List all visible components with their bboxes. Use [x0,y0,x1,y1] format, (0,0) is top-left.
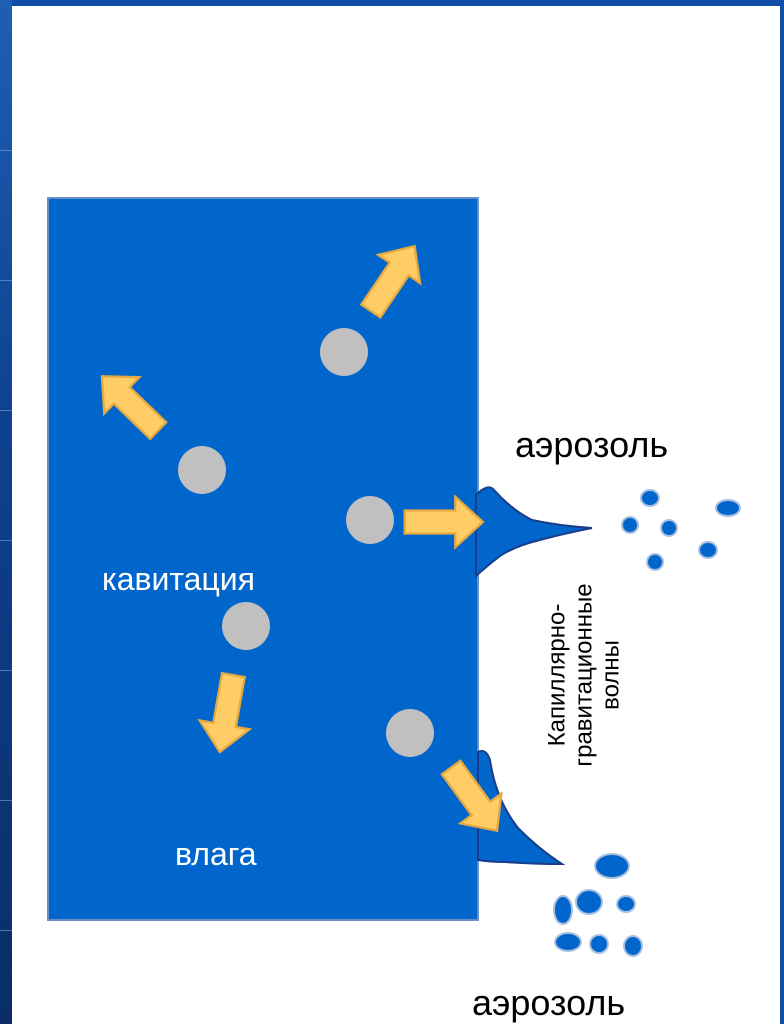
moisture-label: влага [175,836,257,872]
arrow-icon [440,759,503,833]
aerosol-droplet [589,934,609,954]
arrow-icon [197,671,253,754]
frame-tick [0,930,12,931]
frame-tick [0,540,12,541]
slide-frame-right [780,0,784,1024]
arrow-icon [100,375,168,441]
cavitation-bubble [346,496,394,544]
aerosol-droplet [575,889,603,915]
liquid-body [47,197,479,921]
cavitation-bubble [222,602,270,650]
capillary-waves-line-1: Капиллярно- [543,603,571,747]
aerosol-label-top: аэрозоль [515,424,669,465]
frame-tick [0,280,12,281]
aerosol-droplet [553,895,573,925]
capillary-waves-line-3: волны [597,640,625,710]
aerosol-droplet [623,935,643,957]
frame-tick [0,150,12,151]
cavitation-bubble [178,446,226,494]
cavitation-bubble [320,328,368,376]
slide-frame-left [0,0,12,1024]
cavitation-label: кавитация [102,561,255,597]
liquid-jet-upper [475,486,593,579]
aerosol-droplet [646,553,664,571]
aerosol-droplet [621,516,639,534]
aerosol-droplet [640,489,660,507]
capillary-waves-line-2: гравитационные [570,583,598,767]
frame-tick [0,410,12,411]
aerosol-droplet [616,895,636,913]
frame-tick [0,800,12,801]
frame-tick [0,670,12,671]
aerosol-droplet [660,519,678,537]
aerosol-droplet [715,499,741,517]
aerosol-label-bottom: аэрозоль [472,982,626,1023]
arrow-icon [359,244,422,320]
cavitation-bubble [386,709,434,757]
arrow-icon [403,494,485,550]
aerosol-droplet [594,853,630,879]
aerosol-droplet [698,541,718,559]
aerosol-droplet [554,932,582,952]
liquid-jet-lower [477,750,566,866]
slide-frame-top [0,0,784,6]
